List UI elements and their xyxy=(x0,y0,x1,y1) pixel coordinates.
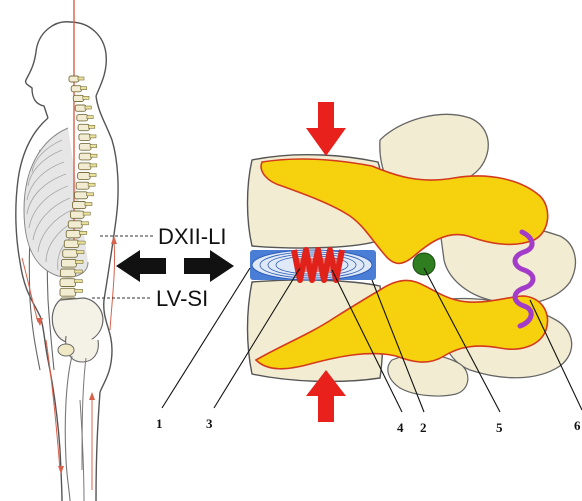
vertebra-mark xyxy=(69,76,79,82)
spinous-process-mark xyxy=(75,260,83,263)
spinous-process-mark xyxy=(81,222,88,225)
nerve-root xyxy=(413,253,435,275)
vertebra-mark xyxy=(75,105,86,111)
vertebra-mark xyxy=(60,269,75,277)
spinous-process-mark xyxy=(75,270,83,273)
compression-arrow-top xyxy=(306,102,346,156)
vertebra-mark xyxy=(79,134,91,141)
vertebra-mark xyxy=(61,259,76,267)
callout-2: 2 xyxy=(420,420,427,435)
spinous-process-mark xyxy=(83,96,89,99)
vertebra-mark xyxy=(78,173,91,180)
spinous-process-mark xyxy=(75,289,83,292)
upper-level-label: DXII-LI xyxy=(158,224,226,249)
vertebra-mark xyxy=(79,163,91,170)
callout-4: 4 xyxy=(397,420,404,435)
vertebra-mark xyxy=(64,240,78,248)
spinous-process-mark xyxy=(90,154,97,157)
vertebra-mark xyxy=(66,230,80,237)
spinous-process-mark xyxy=(87,193,94,196)
vertebra-mark xyxy=(73,95,84,101)
spinous-process-mark xyxy=(75,280,83,283)
double-arrow-left xyxy=(116,250,166,282)
vertebra-mark xyxy=(78,124,89,130)
spinous-process-mark xyxy=(89,174,96,177)
spinous-process-mark xyxy=(79,231,86,234)
vertebra-mark xyxy=(77,115,88,121)
callout-6: 6 xyxy=(574,418,581,433)
vertebra-mark xyxy=(76,182,89,189)
lower-level-label: LV-SI xyxy=(156,286,208,311)
vertebra-mark xyxy=(63,250,78,258)
spinous-process-mark xyxy=(90,164,97,167)
vertebra-mark xyxy=(70,211,84,218)
spinous-process-mark xyxy=(85,106,91,109)
spinous-process-mark xyxy=(88,183,95,186)
double-arrow-right xyxy=(184,250,234,282)
spinous-process-mark xyxy=(78,77,84,80)
spinous-process-mark xyxy=(85,203,92,206)
callout-3: 3 xyxy=(206,416,213,431)
vertebra-mark xyxy=(71,86,81,92)
vertebra-mark xyxy=(75,192,88,199)
callout-1: 1 xyxy=(156,416,163,431)
vertebra-mark xyxy=(60,288,76,296)
spinous-process-mark xyxy=(90,145,97,148)
vertebra-mark xyxy=(73,202,86,209)
vertebra-mark xyxy=(79,144,91,151)
vertebra-mark xyxy=(68,221,82,228)
spinous-process-mark xyxy=(78,241,86,244)
spinous-process-mark xyxy=(87,116,93,119)
spinous-process-mark xyxy=(81,87,87,90)
spinous-process-mark xyxy=(83,212,90,215)
vertebra-mark xyxy=(79,153,91,160)
callout-5: 5 xyxy=(496,420,503,435)
spinous-process-mark xyxy=(90,135,97,138)
vertebra-mark xyxy=(60,279,76,287)
spinous-process-mark xyxy=(88,125,94,128)
spinous-process-mark xyxy=(76,251,84,254)
